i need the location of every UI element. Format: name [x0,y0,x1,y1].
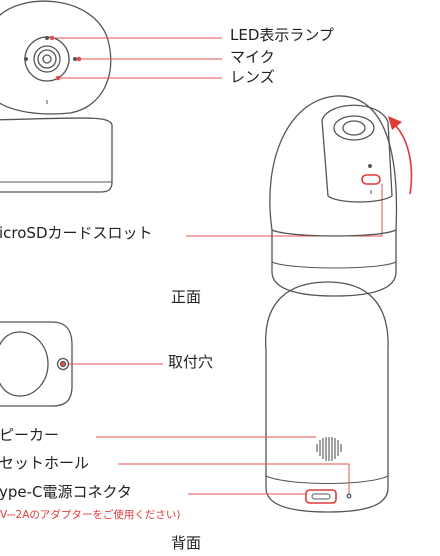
label-usb-c-connector: ype-C電源コネクタ [0,483,132,501]
rotation-arrow-icon [388,116,413,195]
back-camera [265,281,389,513]
front-camera-right [269,95,398,297]
label-mount-hole: 取付穴 [168,353,214,371]
front-leader-lines [49,35,383,237]
label-lens: レンズ [230,68,275,86]
label-microphone: マイク [230,48,275,66]
label-speaker: ピーカー [0,426,60,444]
front-camera-left [0,0,113,193]
caption-back: 背面 [171,534,202,552]
back-leader-lines [96,436,350,495]
back-mount-plate [0,321,73,407]
back-leader-mount [60,361,163,367]
power-adapter-note: V⎓2Aのアダプターをご使用ください) [0,509,181,521]
label-led-indicator: LED表示ランプ [230,26,334,44]
label-microsd-slot: icroSDカードスロット [0,224,153,242]
label-reset-hole: セットホール [0,454,90,472]
caption-front: 正面 [171,288,202,306]
